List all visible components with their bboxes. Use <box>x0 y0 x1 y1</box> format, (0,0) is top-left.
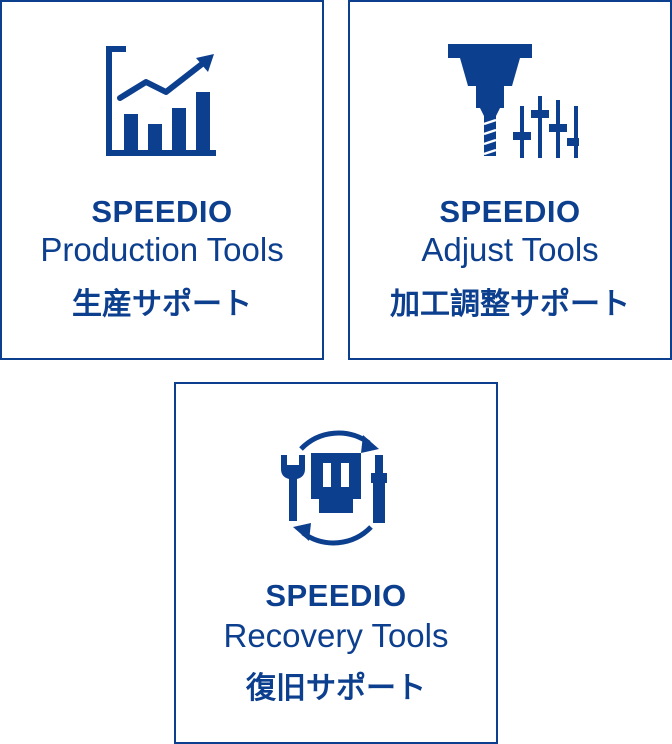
adjust-tools-card[interactable]: SPEEDIO Adjust Tools 加工調整サポート <box>348 0 672 360</box>
card-subtitle: Adjust Tools <box>421 231 599 268</box>
brand-label: SPEEDIO <box>265 578 407 613</box>
recovery-tools-icon <box>176 418 496 558</box>
card-japanese-label: 復旧サポート <box>246 672 426 705</box>
production-tools-card[interactable]: SPEEDIO Production Tools 生産サポート <box>0 0 324 360</box>
growth-chart-icon <box>2 32 322 172</box>
card-japanese-label: 加工調整サポート <box>390 288 630 321</box>
card-japanese-label: 生産サポート <box>72 288 252 321</box>
spindle-adjust-icon <box>350 32 670 172</box>
card-subtitle: Recovery Tools <box>223 617 449 654</box>
brand-label: SPEEDIO <box>439 194 581 229</box>
brand-label: SPEEDIO <box>91 194 233 229</box>
card-subtitle: Production Tools <box>40 231 284 268</box>
recovery-tools-card[interactable]: SPEEDIO Recovery Tools 復旧サポート <box>174 382 498 744</box>
